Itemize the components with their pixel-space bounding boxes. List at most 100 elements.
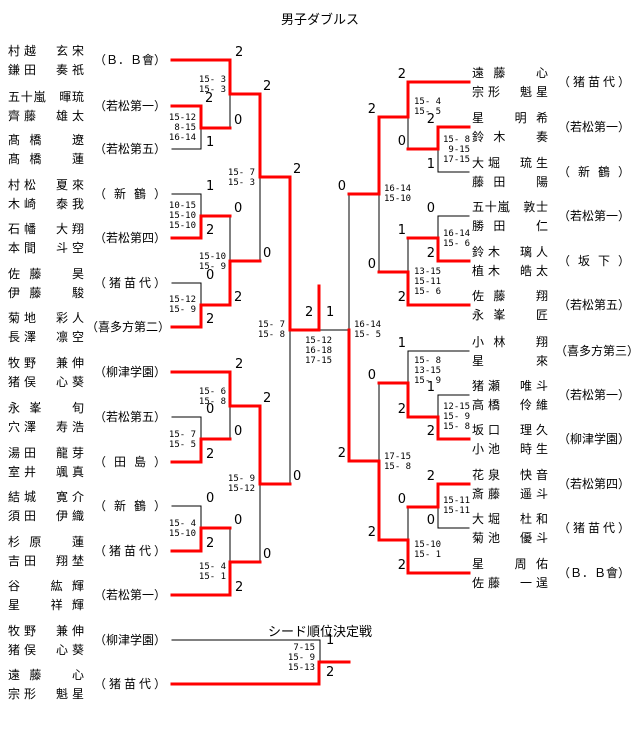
games-won: 2 (206, 312, 215, 327)
set-score: 15- 7 (257, 320, 285, 330)
set-score: 17-15 (443, 155, 471, 165)
games-won: 2 (234, 290, 243, 305)
player-name: 大堀 杜和 (472, 512, 548, 526)
set-score: 16-14 (443, 229, 471, 239)
player-name: 永峯 匠 (472, 308, 548, 322)
set-score: 16-14 (168, 133, 196, 143)
games-won: 0 (337, 179, 346, 194)
games-won: 0 (234, 424, 243, 439)
player-name: 五十嵐 暉琉 (8, 90, 84, 104)
set-score: 15- 8 (384, 462, 412, 472)
player-name: 吉田 翔埜 (8, 554, 84, 568)
games-won: 0 (234, 201, 243, 216)
club-name: （Ｂ．Ｂ會） (94, 53, 167, 67)
set-score: 15- 9 (168, 305, 196, 315)
games-won: 2 (235, 45, 244, 60)
player-name: 宗形 魁星 (8, 687, 84, 701)
set-score: 13-15 (414, 267, 442, 277)
set-score: 9-15 (443, 145, 471, 155)
set-score: 15-12 (168, 295, 196, 305)
player-name: 木崎 泰我 (8, 197, 84, 211)
games-won: 0 (206, 402, 215, 417)
games-won: 1 (326, 305, 335, 320)
set-score: 15- 9 (414, 376, 442, 386)
set-score: 16-14 (354, 320, 382, 330)
set-score: 15-11 (443, 506, 471, 516)
games-won: 2 (206, 223, 215, 238)
games-won: 1 (206, 179, 215, 194)
player-name: 藤田 陽 (472, 175, 548, 189)
player-name: 勝田 仁 (472, 219, 548, 233)
set-score: 15- 9 (287, 653, 315, 663)
games-won: 2 (426, 246, 435, 261)
club-name: （猪苗代） (558, 75, 630, 89)
player-name: 高橋 伶維 (472, 398, 548, 412)
set-score: 15- 1 (198, 572, 226, 582)
games-won: 0 (426, 201, 435, 216)
games-won: 0 (397, 492, 406, 507)
player-name: 長澤 凛空 (8, 330, 84, 344)
club-name: （若松第一） (558, 388, 631, 402)
games-won: 0 (367, 257, 376, 272)
games-won: 0 (367, 368, 376, 383)
set-score: 15- 4 (168, 519, 196, 529)
set-score: 15- 3 (198, 75, 226, 85)
set-score: 15- 5 (414, 107, 442, 117)
player-name: 菊地 彩人 (8, 311, 84, 325)
player-name: 猪俣 心葵 (8, 643, 84, 657)
games-won: 0 (206, 491, 215, 506)
set-score: 15- 9 (443, 412, 471, 422)
games-won: 2 (205, 91, 214, 106)
player-name: 永峯 旬 (8, 401, 84, 415)
player-name: 坂口 理久 (472, 423, 548, 437)
player-name: 湯田 龍芽 (8, 446, 84, 460)
club-name: （若松第一） (94, 99, 167, 113)
player-name: 村越 玄宋 (8, 44, 84, 58)
games-won: 2 (206, 536, 215, 551)
set-score: 15- 8 (257, 330, 285, 340)
page-title: 男子ダブルス (280, 13, 359, 28)
club-name: （若松第五） (558, 298, 631, 312)
set-score: 15-10 (168, 221, 196, 231)
set-score: 13-15 (414, 366, 442, 376)
player-name: 村松 夏來 (8, 178, 84, 192)
set-score: 15- 1 (414, 550, 442, 560)
player-name: 遠藤 心 (8, 668, 84, 682)
club-name: （Ｂ．Ｂ會） (558, 566, 631, 580)
club-name: （若松第四） (94, 231, 167, 245)
player-name: 星 周佑 (472, 557, 548, 571)
player-name: 宗形 魁星 (472, 85, 548, 99)
games-won: 2 (426, 424, 435, 439)
set-score: 15-11 (414, 277, 442, 287)
games-won: 2 (397, 67, 406, 82)
set-score: 15-13 (287, 663, 315, 673)
set-score: 15- 8 (414, 356, 442, 366)
games-won: 1 (326, 633, 335, 648)
player-name: 室井 颯真 (8, 465, 84, 479)
player-name: 谷 紘輝 (8, 579, 84, 593)
set-score: 15- 3 (198, 85, 226, 95)
games-won: 0 (263, 246, 272, 261)
games-won: 0 (426, 513, 435, 528)
set-score: 8-15 (168, 123, 196, 133)
set-score: 15-10 (414, 540, 442, 550)
player-name: 鈴木 璃人 (472, 245, 548, 259)
player-name: 牧野 兼伸 (8, 624, 84, 638)
set-score: 15-11 (443, 496, 471, 506)
set-score: 15-12 (305, 336, 333, 346)
club-name: （猪苗代） (558, 521, 630, 535)
games-won: 2 (367, 102, 376, 117)
club-name: （新鶴） (94, 499, 166, 513)
